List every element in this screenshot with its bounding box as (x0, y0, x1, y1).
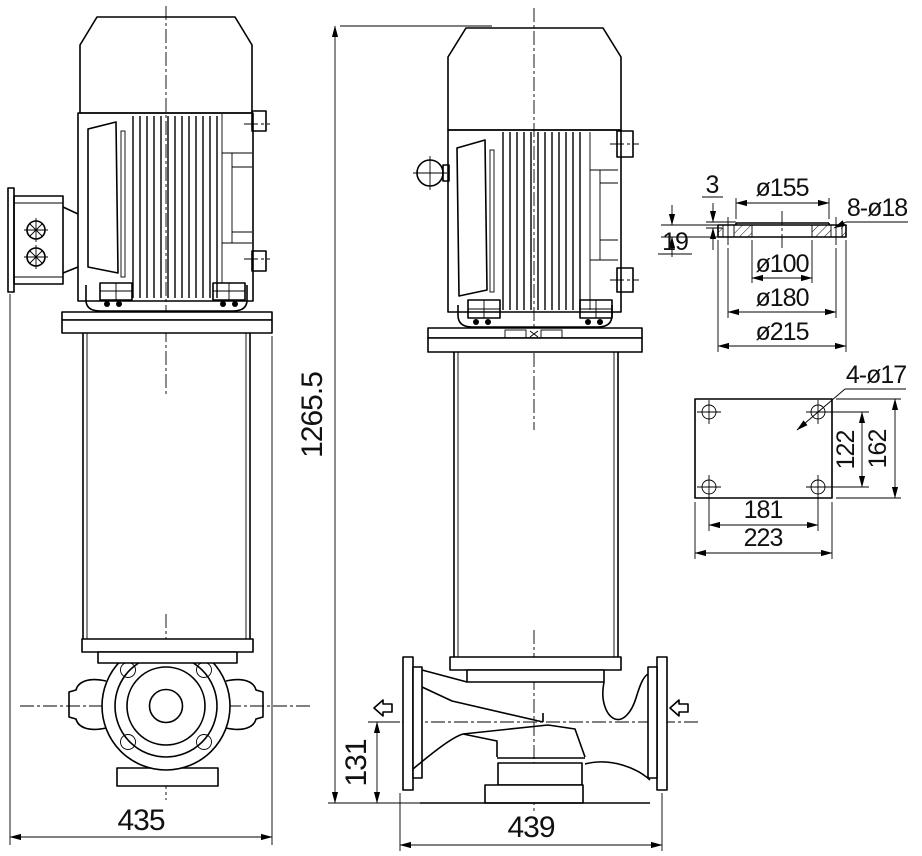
motor-mount-tab (251, 250, 267, 272)
dim-flange-thickness-label: 19 (662, 228, 688, 256)
motor-side-rib (120, 130, 126, 278)
raised-face (735, 222, 830, 225)
terminal-box (7, 187, 79, 293)
dim-side-width: 439 (399, 793, 663, 851)
dim-plate-hole-pitch-v-label: 122 (832, 431, 860, 470)
side-port-nozzle (68, 678, 107, 731)
side-port-nozzle (225, 678, 264, 731)
dim-plate-hole-pitch-v: 122 (827, 411, 869, 488)
dim-plate-bolt-holes: 4-ø17 (796, 361, 907, 431)
flow-direction-arrow-icon (669, 699, 689, 717)
pump-head-plate (427, 337, 643, 353)
flange-section-hatch (812, 225, 831, 237)
pump-barrel (453, 352, 619, 657)
cooling-fins (132, 116, 218, 298)
dim-front-width: 435 (9, 294, 273, 845)
pump-casing-flange (101, 641, 231, 771)
dim-overall-height-label: 1265.5 (296, 372, 329, 458)
pump-head-plate (61, 311, 273, 321)
motor-mount-tab (251, 110, 267, 132)
motor-frame-ribs (589, 132, 618, 310)
casing-top-flange (81, 638, 254, 653)
tab-centerline (610, 143, 639, 281)
motor-fan-cover (447, 27, 622, 131)
motor-body (77, 112, 254, 302)
dim-overall-height: 1265.5 (296, 25, 492, 804)
suction-flange (656, 656, 668, 791)
motor-frame-ribs (221, 114, 252, 283)
dim-flange-bore: ø100 (751, 240, 813, 283)
dim-plate-hole-pitch-h-label: 181 (744, 496, 783, 524)
dim-flange-bolt-holes: 8-ø18 (833, 194, 908, 229)
pump-head-plate (61, 319, 273, 334)
baseplate-bolt-hole (697, 400, 830, 499)
flange-section-hatch (718, 225, 723, 237)
dim-plate-height: 162 (836, 398, 901, 499)
front-view: 435 (7, 6, 310, 845)
dim-port-height: 131 (340, 721, 400, 804)
coupling-guard (504, 329, 563, 339)
terminal-box-screw-icon (24, 218, 48, 242)
casing-top-flange (449, 656, 622, 671)
baseplate-outline (694, 398, 833, 499)
casing-neck (466, 669, 605, 683)
dim-front-width-label: 435 (117, 804, 164, 837)
casing-base (484, 784, 584, 804)
motor-foot-clamp (99, 282, 246, 307)
motor-skirt (457, 305, 613, 328)
dim-flange-bolt-circle-label: ø180 (756, 284, 809, 312)
discharge-flange (402, 656, 414, 791)
flow-direction-arrow-icon (373, 699, 393, 717)
dim-plate-bolt-holes-label: 4-ø17 (846, 361, 906, 389)
lifting-eyebolt-icon (413, 156, 450, 190)
flange-section-hatch (734, 225, 752, 237)
motor-side-cover (456, 139, 488, 297)
dim-flange-outer: ø215 (717, 240, 847, 352)
pump-barrel (82, 333, 251, 639)
bolt-hole-edges (722, 225, 843, 237)
dim-flange-outer-label: ø215 (756, 318, 809, 346)
casing-neck (97, 651, 238, 664)
side-view: 1265.5 131 439 (296, 8, 700, 851)
dim-side-width-label: 439 (507, 811, 554, 844)
dim-plate-width: 223 (694, 502, 833, 559)
dim-flange-bore-label: ø100 (756, 250, 809, 278)
flange-detail-view: ø155 3 19 8-ø18 ø100 (658, 171, 908, 352)
motor-foot-clamp (467, 299, 613, 325)
dim-plate-width-label: 223 (744, 524, 783, 552)
dim-flange-bolt-circle: ø180 (727, 248, 837, 318)
dim-flange-step: 3 (702, 171, 736, 250)
tab-centerline (244, 123, 270, 260)
baseplate-detail-view: 4-ø17 162 122 181 223 (694, 361, 907, 559)
dim-flange-thickness: 19 (658, 205, 718, 257)
dim-flange-raised-face: ø155 (735, 174, 830, 219)
dim-flange-bolt-holes-label: 8-ø18 (847, 194, 907, 222)
dim-plate-hole-pitch-h: 181 (708, 496, 819, 531)
dim-flange-raised-face-label: ø155 (756, 174, 809, 202)
flange-section-hatch (841, 225, 846, 237)
cooling-fins (502, 132, 581, 310)
motor-skirt (85, 285, 248, 312)
dim-port-height-label: 131 (340, 739, 373, 786)
terminal-box-screw-icon (24, 245, 48, 269)
dim-flange-step-label: 3 (706, 171, 719, 199)
motor-side-cover (87, 121, 119, 274)
motor-body (447, 129, 622, 313)
pump-casing (402, 656, 668, 804)
dim-plate-height-label: 162 (864, 430, 892, 469)
motor-side-rib (489, 149, 495, 293)
